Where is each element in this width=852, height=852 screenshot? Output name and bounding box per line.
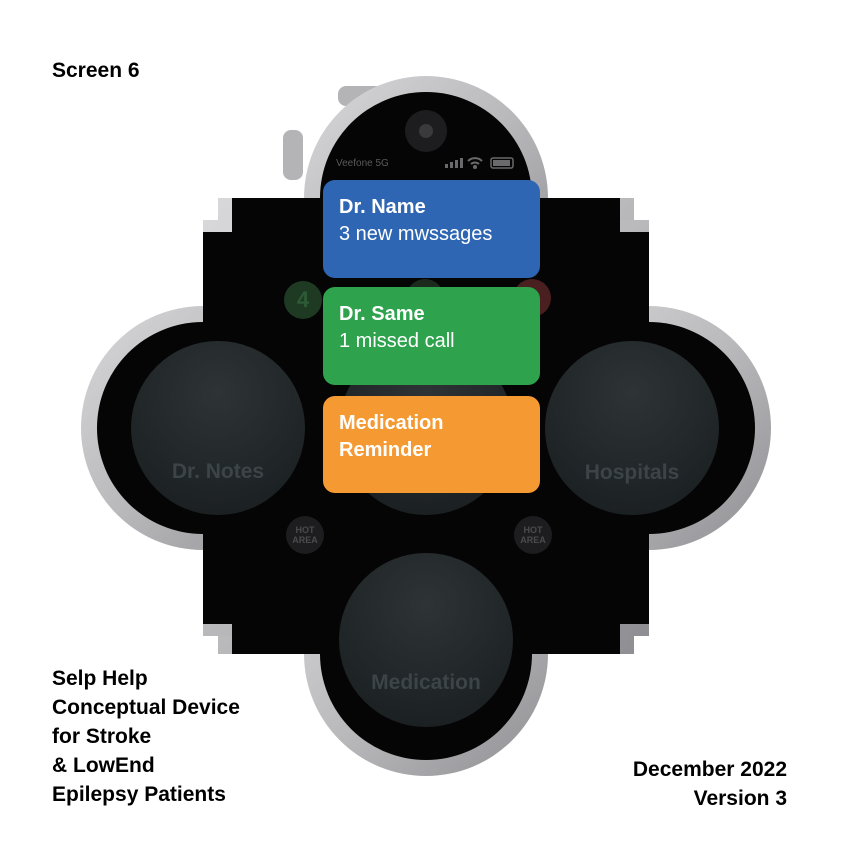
carrier-name: Veefone 5G bbox=[336, 158, 389, 169]
date-label: December 2022 bbox=[632, 758, 787, 781]
notification-subtitle: Reminder bbox=[339, 439, 432, 461]
description-line: Conceptual Device bbox=[52, 696, 240, 719]
hot-area-label-line1: HOT bbox=[523, 525, 543, 535]
description-line: for Stroke bbox=[52, 725, 152, 748]
description-line: Selp Help bbox=[52, 667, 148, 690]
version-label: Version 3 bbox=[693, 787, 787, 810]
description-line: & LowEnd bbox=[52, 754, 155, 777]
hot-area-right[interactable]: HOT AREA bbox=[514, 516, 552, 554]
medication-label: Medication bbox=[371, 671, 481, 694]
notification-subtitle: 3 new mwssages bbox=[339, 223, 493, 245]
wifi-icon bbox=[467, 157, 483, 169]
project-description: Selp Help Conceptual Device for Stroke &… bbox=[52, 664, 240, 809]
notification-missed-call-card[interactable]: Dr. Same 1 missed call bbox=[323, 287, 540, 385]
notification-messages-card[interactable]: Dr. Name 3 new mwssages bbox=[323, 180, 540, 278]
hot-area-label-line2: AREA bbox=[292, 535, 318, 545]
notification-medication-card[interactable]: Medication Reminder bbox=[323, 396, 540, 493]
hot-area-left[interactable]: HOT AREA bbox=[286, 516, 324, 554]
notification-title: Dr. Name bbox=[339, 196, 426, 218]
medication-button[interactable] bbox=[339, 553, 513, 727]
hospitals-label: Hospitals bbox=[584, 461, 680, 484]
notification-count-badge: 4 bbox=[284, 281, 322, 319]
hospitals-button[interactable] bbox=[545, 341, 719, 515]
battery-icon bbox=[490, 157, 514, 169]
notification-title: Medication bbox=[339, 412, 444, 434]
signal-bars-icon bbox=[445, 158, 463, 168]
dr-notes-label: Dr. Notes bbox=[171, 460, 265, 483]
date-version-block: December 2022 Version 3 bbox=[633, 755, 787, 813]
screen-label: Screen 6 bbox=[52, 59, 140, 82]
hot-area-label-line2: AREA bbox=[520, 535, 546, 545]
camera-lens-icon bbox=[419, 124, 433, 138]
side-button-left[interactable] bbox=[283, 130, 303, 180]
dr-notes-button[interactable] bbox=[131, 341, 305, 515]
description-line: Epilepsy Patients bbox=[52, 783, 226, 806]
hot-area-label-line1: HOT bbox=[295, 525, 315, 535]
notification-title: Dr. Same bbox=[339, 303, 425, 325]
notification-subtitle: 1 missed call bbox=[339, 330, 455, 352]
